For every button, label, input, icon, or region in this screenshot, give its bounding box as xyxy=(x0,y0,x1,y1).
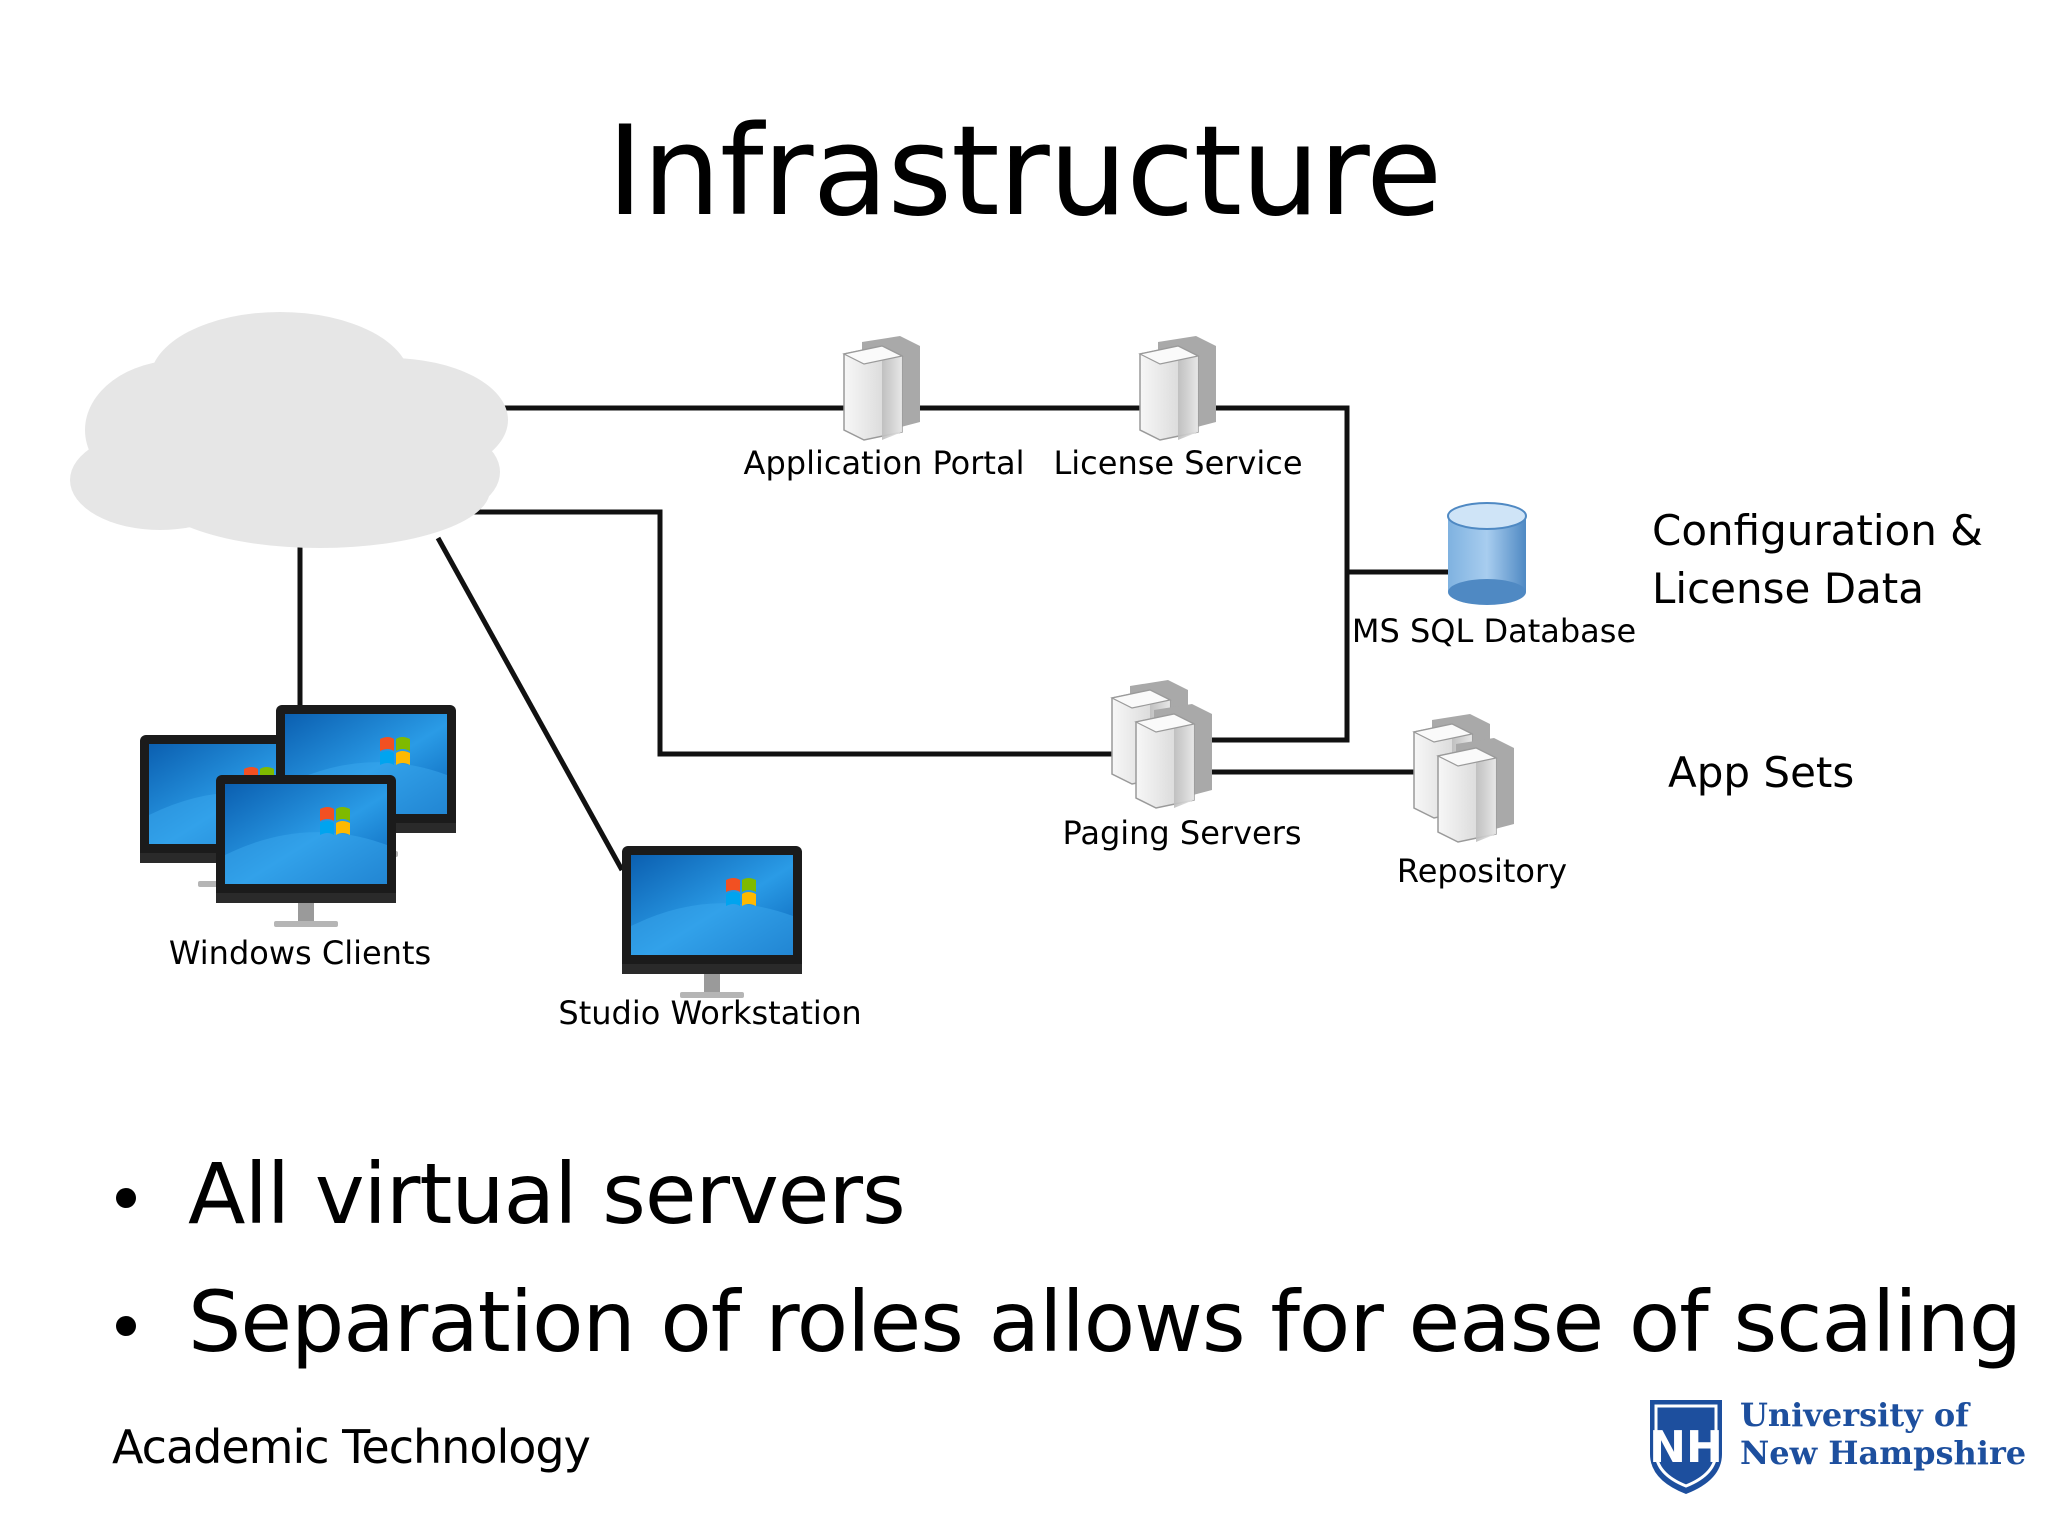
bullet-text: Separation of roles allows for ease of s… xyxy=(188,1273,2022,1371)
connection-lines xyxy=(297,405,1460,872)
unh-logo: NH University of New Hampshire xyxy=(1640,1392,2026,1504)
label-application-portal: Application Portal xyxy=(743,444,1025,482)
note-configuration-line2: License Data xyxy=(1652,564,1924,613)
server-icon-license-service xyxy=(1139,335,1217,441)
unh-wordmark: University of New Hampshire xyxy=(1740,1396,2026,1472)
bullet-dot xyxy=(116,1316,136,1336)
database-icon xyxy=(1447,502,1527,605)
label-paging-servers: Paging Servers xyxy=(1062,814,1302,852)
server-icon-application-portal xyxy=(843,335,921,441)
bullet-text: All virtual servers xyxy=(188,1145,906,1243)
slide-title: Infrastructure xyxy=(606,100,1443,244)
unh-mark: NH xyxy=(1649,1422,1723,1473)
note-configuration-line1: Configuration & xyxy=(1652,506,1983,555)
bullet-item: All virtual servers xyxy=(110,1130,2021,1258)
label-studio-workstation: Studio Workstation xyxy=(558,994,862,1032)
server-icon-paging-servers xyxy=(1111,679,1213,809)
monitor-icon-windows-clients xyxy=(140,705,456,927)
unh-shield-icon: NH xyxy=(1649,1400,1723,1494)
label-windows-clients: Windows Clients xyxy=(168,934,432,972)
unh-line1: University of xyxy=(1740,1396,1969,1434)
note-configuration: Configuration & License Data xyxy=(1652,502,1983,618)
label-license-service: License Service xyxy=(1053,444,1303,482)
bullet-list: All virtual servers Separation of roles … xyxy=(110,1130,2022,1386)
monitor-icon-studio-workstation xyxy=(622,846,802,998)
note-app-sets: App Sets xyxy=(1668,748,1855,797)
unh-line2: New Hampshire xyxy=(1740,1434,2027,1472)
label-ms-sql-database: MS SQL Database xyxy=(1351,612,1637,650)
bullet-dot xyxy=(116,1188,136,1208)
server-icon-repository xyxy=(1413,713,1515,843)
footer-text: Academic Technology xyxy=(112,1420,591,1474)
bullet-item: Separation of roles allows for ease of s… xyxy=(110,1258,2022,1386)
label-repository: Repository xyxy=(1396,852,1568,890)
cloud-icon xyxy=(70,312,508,548)
